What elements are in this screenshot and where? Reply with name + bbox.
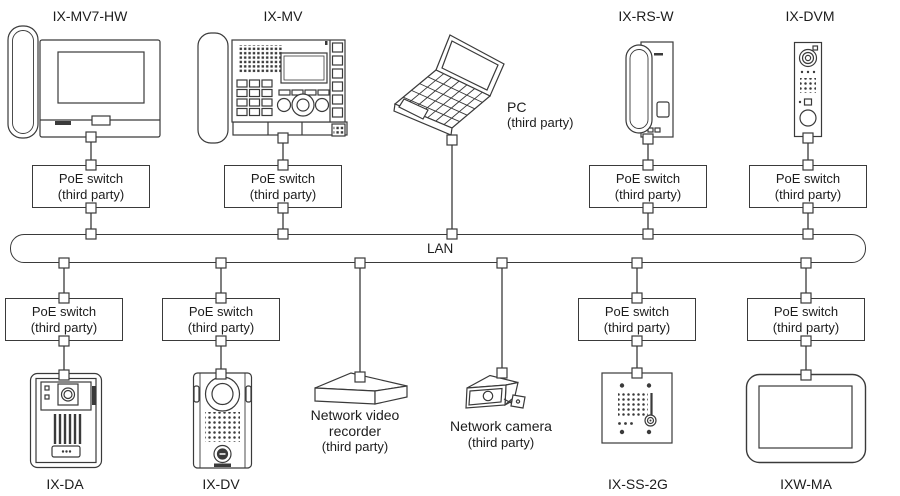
poe-sublabel: (third party): [249, 186, 317, 202]
nvr-label-line1: Network video: [310, 407, 400, 423]
pc-label-name: PC: [507, 99, 527, 115]
poe-label: PoE switch: [773, 304, 839, 319]
lan-bus-bar: [10, 234, 866, 263]
ixw-ma-illustration: [745, 373, 867, 464]
speaker-grille-icon: [238, 45, 282, 73]
ix-mv7-hw-label: IX-MV7-HW: [52, 8, 128, 24]
call-button-icon: [799, 109, 817, 127]
poe-label: PoE switch: [604, 304, 670, 319]
call-button-icon: [656, 101, 670, 118]
poe-sublabel: (third party): [774, 186, 842, 202]
poe-label: PoE switch: [775, 171, 841, 186]
speaker-grille-icon: [800, 78, 816, 93]
poe-sublabel: (third party): [187, 319, 255, 335]
poe-label: PoE switch: [250, 171, 316, 186]
handset-icon: [197, 32, 229, 144]
poe-sublabel: (third party): [603, 319, 671, 335]
poe-label: PoE switch: [58, 171, 124, 186]
nvr-label: Network video recorder (third party): [285, 407, 425, 455]
pc-label: PC (third party): [507, 99, 573, 131]
poe-switch-bottom-1: PoE switch (third party): [5, 298, 123, 341]
ix-ss-2g-label: IX-SS-2G: [608, 476, 668, 492]
network-camera-label-sub: (third party): [467, 434, 535, 450]
ix-ss-2g-illustration: [601, 372, 673, 444]
ix-rs-w-illustration: [625, 41, 674, 138]
poe-switch-bottom-3: PoE switch (third party): [578, 298, 696, 341]
poe-switch-top-3: PoE switch (third party): [589, 165, 707, 208]
network-camera-label: Network camera (third party): [431, 418, 571, 450]
nvr-label-line2: recorder: [328, 422, 382, 439]
ix-da-illustration: [29, 372, 103, 469]
screen-icon: [57, 51, 145, 104]
poe-sublabel: (third party): [30, 319, 98, 335]
lan-label: LAN: [427, 241, 454, 256]
poe-switch-bottom-2: PoE switch (third party): [162, 298, 280, 341]
poe-label: PoE switch: [188, 304, 254, 319]
pc-laptop-illustration: [393, 34, 505, 136]
ixw-ma-label: IXW-MA: [780, 476, 832, 492]
poe-switch-top-2: PoE switch (third party): [224, 165, 342, 208]
nvr-label-sub: (third party): [321, 439, 389, 454]
poe-sublabel: (third party): [57, 186, 125, 202]
speaker-slats-icon: [53, 414, 82, 444]
camera-lens-icon: [482, 390, 494, 402]
pc-label-sub: (third party): [507, 115, 574, 130]
ix-da-label: IX-DA: [46, 476, 84, 492]
speaker-grille-icon: [618, 391, 648, 418]
ix-dv-label: IX-DV: [202, 476, 240, 492]
poe-label: PoE switch: [31, 304, 97, 319]
ix-mv7-hw-illustration: [7, 25, 161, 139]
network-camera-label-name: Network camera: [450, 418, 552, 434]
ix-mv-illustration: [197, 32, 348, 144]
ix-rs-w-label: IX-RS-W: [618, 8, 674, 24]
poe-switch-top-4: PoE switch (third party): [749, 165, 867, 208]
ix-dvm-label: IX-DVM: [785, 8, 835, 24]
poe-sublabel: (third party): [772, 319, 840, 335]
ix-dv-illustration: [192, 372, 253, 469]
poe-label: PoE switch: [615, 171, 681, 186]
speaker-grille-icon: [205, 412, 240, 442]
poe-sublabel: (third party): [614, 186, 682, 202]
network-camera-illustration: [465, 374, 526, 409]
ix-mv-label: IX-MV: [263, 8, 303, 24]
